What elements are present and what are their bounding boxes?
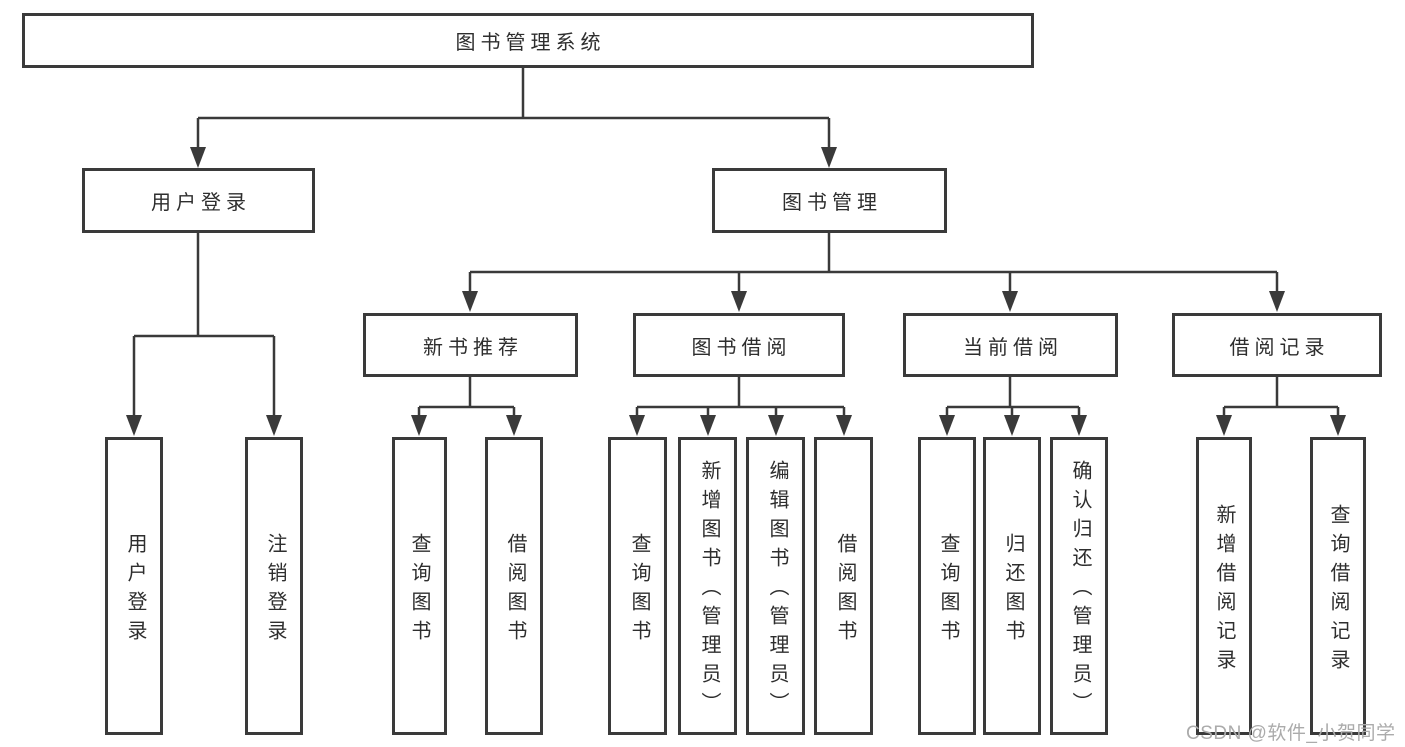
node-book-borrowing: 图书借阅 [633, 313, 845, 377]
leaf-logout: 注销登录 [245, 437, 303, 735]
node-borrowing-records: 借阅记录 [1172, 313, 1382, 377]
leaf-borrow-books-recommend: 借阅图书 [485, 437, 543, 735]
node-user-login: 用户登录 [82, 168, 315, 233]
leaf-add-borrow-record: 新增借阅记录 [1196, 437, 1252, 735]
leaf-borrow-books-borrowing: 借阅图书 [814, 437, 873, 735]
node-current-borrowing: 当前借阅 [903, 313, 1118, 377]
leaf-user-login: 用户登录 [105, 437, 163, 735]
leaf-edit-book-admin: 编辑图书（管理员） [746, 437, 805, 735]
leaf-query-books-current: 查询图书 [918, 437, 976, 735]
leaf-add-book-admin: 新增图书（管理员） [678, 437, 737, 735]
arrowheads [126, 147, 1346, 436]
leaf-query-books-borrowing: 查询图书 [608, 437, 667, 735]
leaf-return-books: 归还图书 [983, 437, 1041, 735]
node-new-book-recommendation: 新书推荐 [363, 313, 578, 377]
node-library-management-system: 图书管理系统 [22, 13, 1034, 68]
watermark: CSDN @软件_小贺同学 [1186, 723, 1396, 744]
leaf-confirm-return-admin: 确认归还（管理员） [1050, 437, 1108, 735]
node-book-management: 图书管理 [712, 168, 947, 233]
leaf-query-books-recommend: 查询图书 [392, 437, 447, 735]
leaf-query-borrow-record: 查询借阅记录 [1310, 437, 1366, 735]
